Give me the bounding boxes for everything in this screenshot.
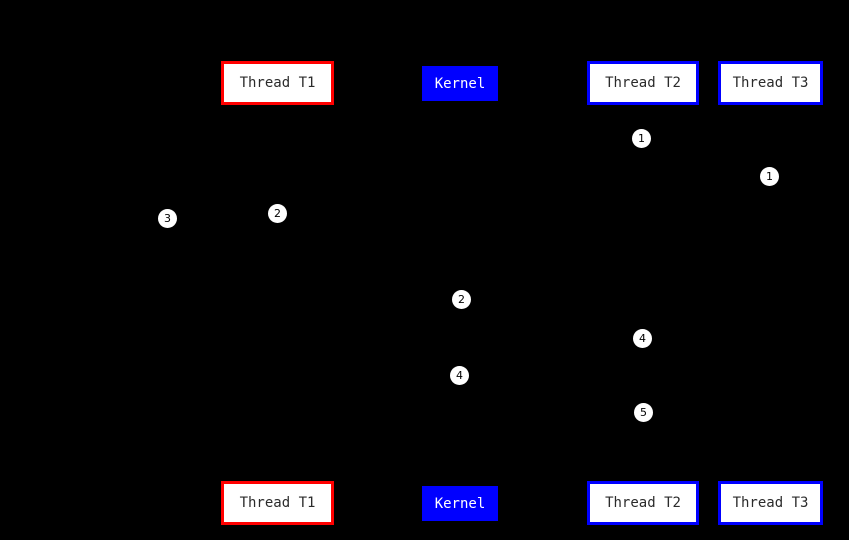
- sequence-badge: 2: [452, 290, 471, 309]
- participant-kernel-bottom[interactable]: Kernel: [422, 486, 498, 521]
- lifeline-thread-t3: [770, 105, 771, 481]
- message-arrow-2: [460, 176, 770, 177]
- sequence-badge: 1: [632, 129, 651, 148]
- sequence-badge-number: 1: [766, 170, 773, 183]
- participant-thread-t1-top[interactable]: Thread T1: [221, 61, 334, 105]
- sequence-badge-number: 1: [638, 132, 645, 145]
- participant-thread-t2-bottom[interactable]: Thread T2: [587, 481, 699, 525]
- message-arrow-7: [460, 376, 770, 377]
- participant-label-thread-t2-bottom: Thread T2: [605, 495, 681, 511]
- message-arrow-3: [277, 213, 460, 214]
- participant-thread-t2-top[interactable]: Thread T2: [587, 61, 699, 105]
- participant-label-thread-t1-bottom: Thread T1: [239, 495, 316, 511]
- lifeline-nub-t3-bottom: [769, 477, 772, 482]
- message-arrow-4: [277, 218, 460, 219]
- participant-label-kernel-bottom: Kernel: [434, 495, 486, 512]
- lifeline-nub-t3-top: [769, 103, 772, 108]
- sequence-badge-number: 5: [640, 406, 647, 419]
- participant-label-thread-t3-top: Thread T3: [732, 75, 809, 91]
- lifeline-nub-t1-top: [276, 103, 279, 108]
- participant-label-thread-t2-top: Thread T2: [605, 75, 681, 91]
- sequence-badge-number: 2: [274, 207, 281, 220]
- participant-thread-t3-top[interactable]: Thread T3: [718, 61, 823, 105]
- lifeline-thread-t1: [277, 105, 278, 481]
- message-arrow-8: [460, 413, 770, 414]
- sequence-badge-number: 4: [456, 369, 463, 382]
- lifeline-thread-t2: [643, 105, 644, 481]
- message-arrow-1: [460, 139, 643, 140]
- sequence-badge: 2: [268, 204, 287, 223]
- lifeline-nub-t1-bottom: [276, 477, 279, 482]
- sequence-badge: 4: [633, 329, 652, 348]
- message-arrow-5: [460, 300, 643, 301]
- sequence-badge-number: 2: [458, 293, 465, 306]
- participant-label-kernel-top: Kernel: [434, 75, 486, 92]
- sequence-badge: 3: [158, 209, 177, 228]
- sequence-badge: 5: [634, 403, 653, 422]
- participant-thread-t3-bottom[interactable]: Thread T3: [718, 481, 823, 525]
- participant-label-thread-t1-top: Thread T1: [239, 75, 316, 91]
- sequence-badge-number: 3: [164, 212, 171, 225]
- sequence-badge: 4: [450, 366, 469, 385]
- participant-thread-t1-bottom[interactable]: Thread T1: [221, 481, 334, 525]
- sequence-badge: 1: [760, 167, 779, 186]
- lifeline-nub-t2-top: [642, 103, 645, 108]
- sequence-badge-number: 4: [639, 332, 646, 345]
- participant-kernel-top[interactable]: Kernel: [422, 66, 498, 101]
- participant-label-thread-t3-bottom: Thread T3: [732, 495, 809, 511]
- message-arrow-6: [460, 339, 643, 340]
- lifeline-nub-t2-bottom: [642, 477, 645, 482]
